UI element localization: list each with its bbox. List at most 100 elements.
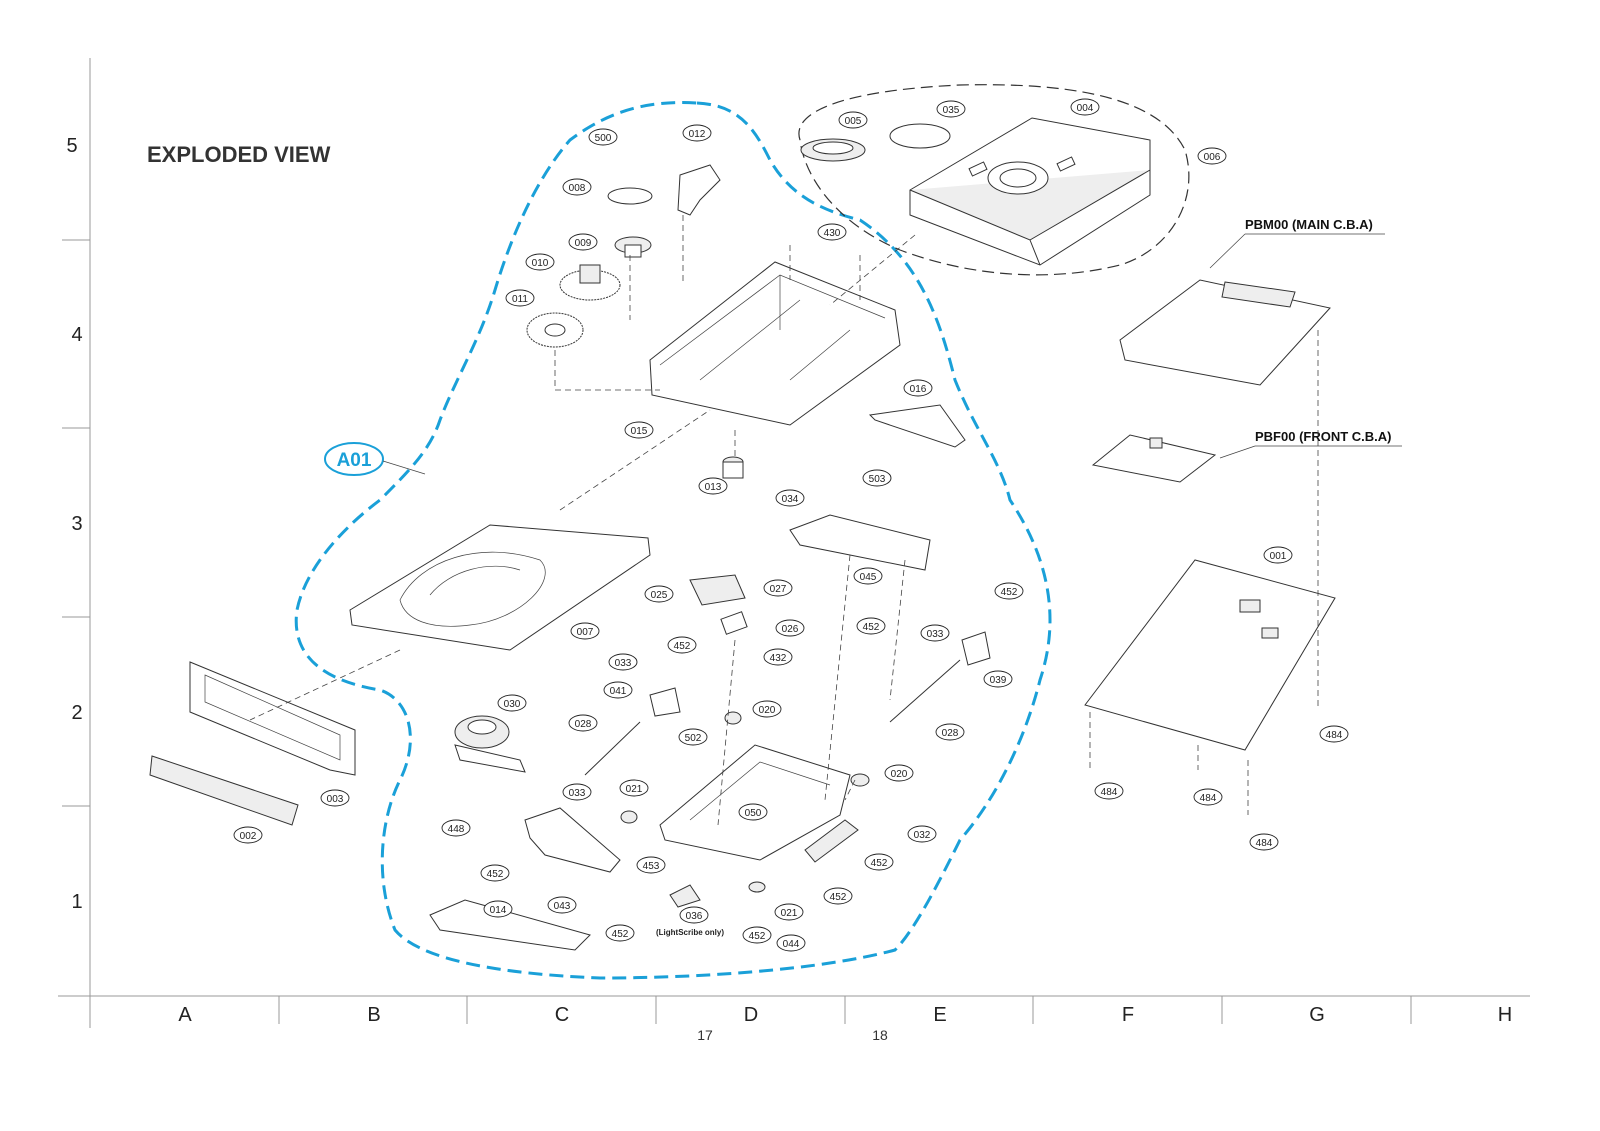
svg-text:013: 013 bbox=[705, 482, 722, 493]
svg-text:502: 502 bbox=[685, 733, 702, 744]
svg-text:015: 015 bbox=[631, 426, 648, 437]
top-cover-assembly-outline bbox=[798, 84, 1190, 276]
front-board-part bbox=[1091, 434, 1217, 483]
page-number-left: 17 bbox=[697, 1027, 713, 1043]
bracket-part bbox=[789, 514, 931, 571]
svg-text:033: 033 bbox=[927, 629, 944, 640]
svg-text:045: 045 bbox=[860, 572, 877, 583]
svg-text:001: 001 bbox=[1270, 551, 1287, 562]
svg-text:010: 010 bbox=[532, 258, 549, 269]
part-callout-484c: 484 bbox=[1193, 788, 1223, 806]
front-bezel-part bbox=[189, 661, 356, 776]
damper-021a bbox=[620, 810, 638, 824]
svg-text:484: 484 bbox=[1326, 730, 1343, 741]
svg-text:503: 503 bbox=[869, 474, 886, 485]
part-callout-030: 030 bbox=[497, 694, 527, 712]
part-callout-500: 500 bbox=[588, 128, 618, 146]
part-callout-452f: 452 bbox=[742, 926, 772, 944]
part-callout-033a: 033 bbox=[608, 653, 638, 671]
svg-text:484: 484 bbox=[1256, 838, 1273, 849]
svg-text:026: 026 bbox=[782, 624, 799, 635]
bottom-cover-part bbox=[1084, 559, 1336, 751]
svg-text:034: 034 bbox=[782, 494, 799, 505]
part-callout-033b: 033 bbox=[562, 783, 592, 801]
part-callout-036: 036 bbox=[679, 906, 709, 924]
gear-a-part bbox=[559, 264, 621, 301]
column-label-d: D bbox=[744, 1004, 758, 1026]
damper-020a bbox=[724, 711, 742, 725]
svg-text:032: 032 bbox=[914, 830, 931, 841]
part-callout-003: 003 bbox=[320, 789, 350, 807]
optical-pickup-part bbox=[689, 574, 746, 606]
svg-text:448: 448 bbox=[448, 824, 465, 835]
row-label-4: 4 bbox=[71, 324, 82, 346]
label-disc-part bbox=[889, 123, 951, 149]
part-callout-034: 034 bbox=[775, 489, 805, 507]
part-callout-001: 001 bbox=[1263, 546, 1293, 564]
a01-assembly-outline bbox=[294, 101, 1052, 980]
column-label-a: A bbox=[178, 1004, 192, 1026]
part-callout-484d: 484 bbox=[1249, 833, 1279, 851]
bottom-frame-part bbox=[429, 899, 591, 951]
svg-text:020: 020 bbox=[759, 705, 776, 716]
gear-b-part bbox=[526, 312, 584, 348]
row-label-1: 1 bbox=[71, 891, 82, 913]
guide-shaft-left bbox=[584, 721, 641, 776]
front-board-label: PBF00 (FRONT C.B.A) bbox=[1255, 429, 1392, 444]
svg-text:044: 044 bbox=[783, 939, 800, 950]
svg-text:452: 452 bbox=[612, 929, 629, 940]
assembly-guide-lines bbox=[249, 215, 1319, 826]
page-number-right: 18 bbox=[872, 1027, 888, 1043]
part-callout-028b: 028 bbox=[935, 723, 965, 741]
part-callout-005: 005 bbox=[838, 111, 868, 129]
svg-text:008: 008 bbox=[569, 183, 586, 194]
damper-021b bbox=[748, 881, 766, 893]
top-cover-part bbox=[909, 117, 1151, 266]
part-callout-015: 015 bbox=[624, 421, 654, 439]
part-callout-011: 011 bbox=[505, 289, 535, 307]
part-callout-007: 007 bbox=[570, 622, 600, 640]
svg-text:028: 028 bbox=[575, 719, 592, 730]
svg-text:452: 452 bbox=[863, 622, 880, 633]
part-callout-432: 432 bbox=[763, 648, 793, 666]
column-label-h: H bbox=[1498, 1004, 1512, 1026]
part-callout-452d: 452 bbox=[480, 864, 510, 882]
part-callout-009: 009 bbox=[568, 233, 598, 251]
main-board-label: PBM00 (MAIN C.B.A) bbox=[1245, 217, 1373, 232]
lever-part bbox=[677, 164, 721, 216]
svg-text:012: 012 bbox=[689, 129, 706, 140]
svg-text:007: 007 bbox=[577, 627, 594, 638]
part-callout-452a: 452 bbox=[667, 636, 697, 654]
svg-text:027: 027 bbox=[770, 584, 787, 595]
sled-bracket-part bbox=[524, 807, 621, 873]
row-label-5: 5 bbox=[66, 135, 77, 157]
svg-text:035: 035 bbox=[943, 105, 960, 116]
part-callout-032: 032 bbox=[907, 825, 937, 843]
traverse-base-part bbox=[659, 744, 851, 861]
part-callout-452h: 452 bbox=[823, 887, 853, 905]
rail-part bbox=[868, 404, 966, 448]
svg-text:041: 041 bbox=[610, 686, 627, 697]
part-callout-025: 025 bbox=[644, 585, 674, 603]
guide-clip-part bbox=[649, 687, 681, 717]
svg-text:028: 028 bbox=[942, 728, 959, 739]
svg-text:025: 025 bbox=[651, 590, 668, 601]
part-callout-006: 006 bbox=[1197, 147, 1227, 165]
svg-text:014: 014 bbox=[490, 905, 507, 916]
svg-text:009: 009 bbox=[575, 238, 592, 249]
column-label-b: B bbox=[367, 1004, 380, 1026]
part-callout-043: 043 bbox=[547, 896, 577, 914]
a01-tag-text: A01 bbox=[337, 450, 372, 471]
part-callout-044: 044 bbox=[776, 934, 806, 952]
svg-text:432: 432 bbox=[770, 653, 787, 664]
motor-part bbox=[722, 456, 744, 479]
svg-text:002: 002 bbox=[240, 831, 257, 842]
part-callout-033c: 033 bbox=[920, 624, 950, 642]
svg-text:006: 006 bbox=[1204, 152, 1221, 163]
part-callout-016: 016 bbox=[903, 379, 933, 397]
door-panel-part bbox=[149, 755, 299, 826]
svg-text:500: 500 bbox=[595, 133, 612, 144]
svg-text:050: 050 bbox=[745, 808, 762, 819]
svg-text:033: 033 bbox=[569, 788, 586, 799]
